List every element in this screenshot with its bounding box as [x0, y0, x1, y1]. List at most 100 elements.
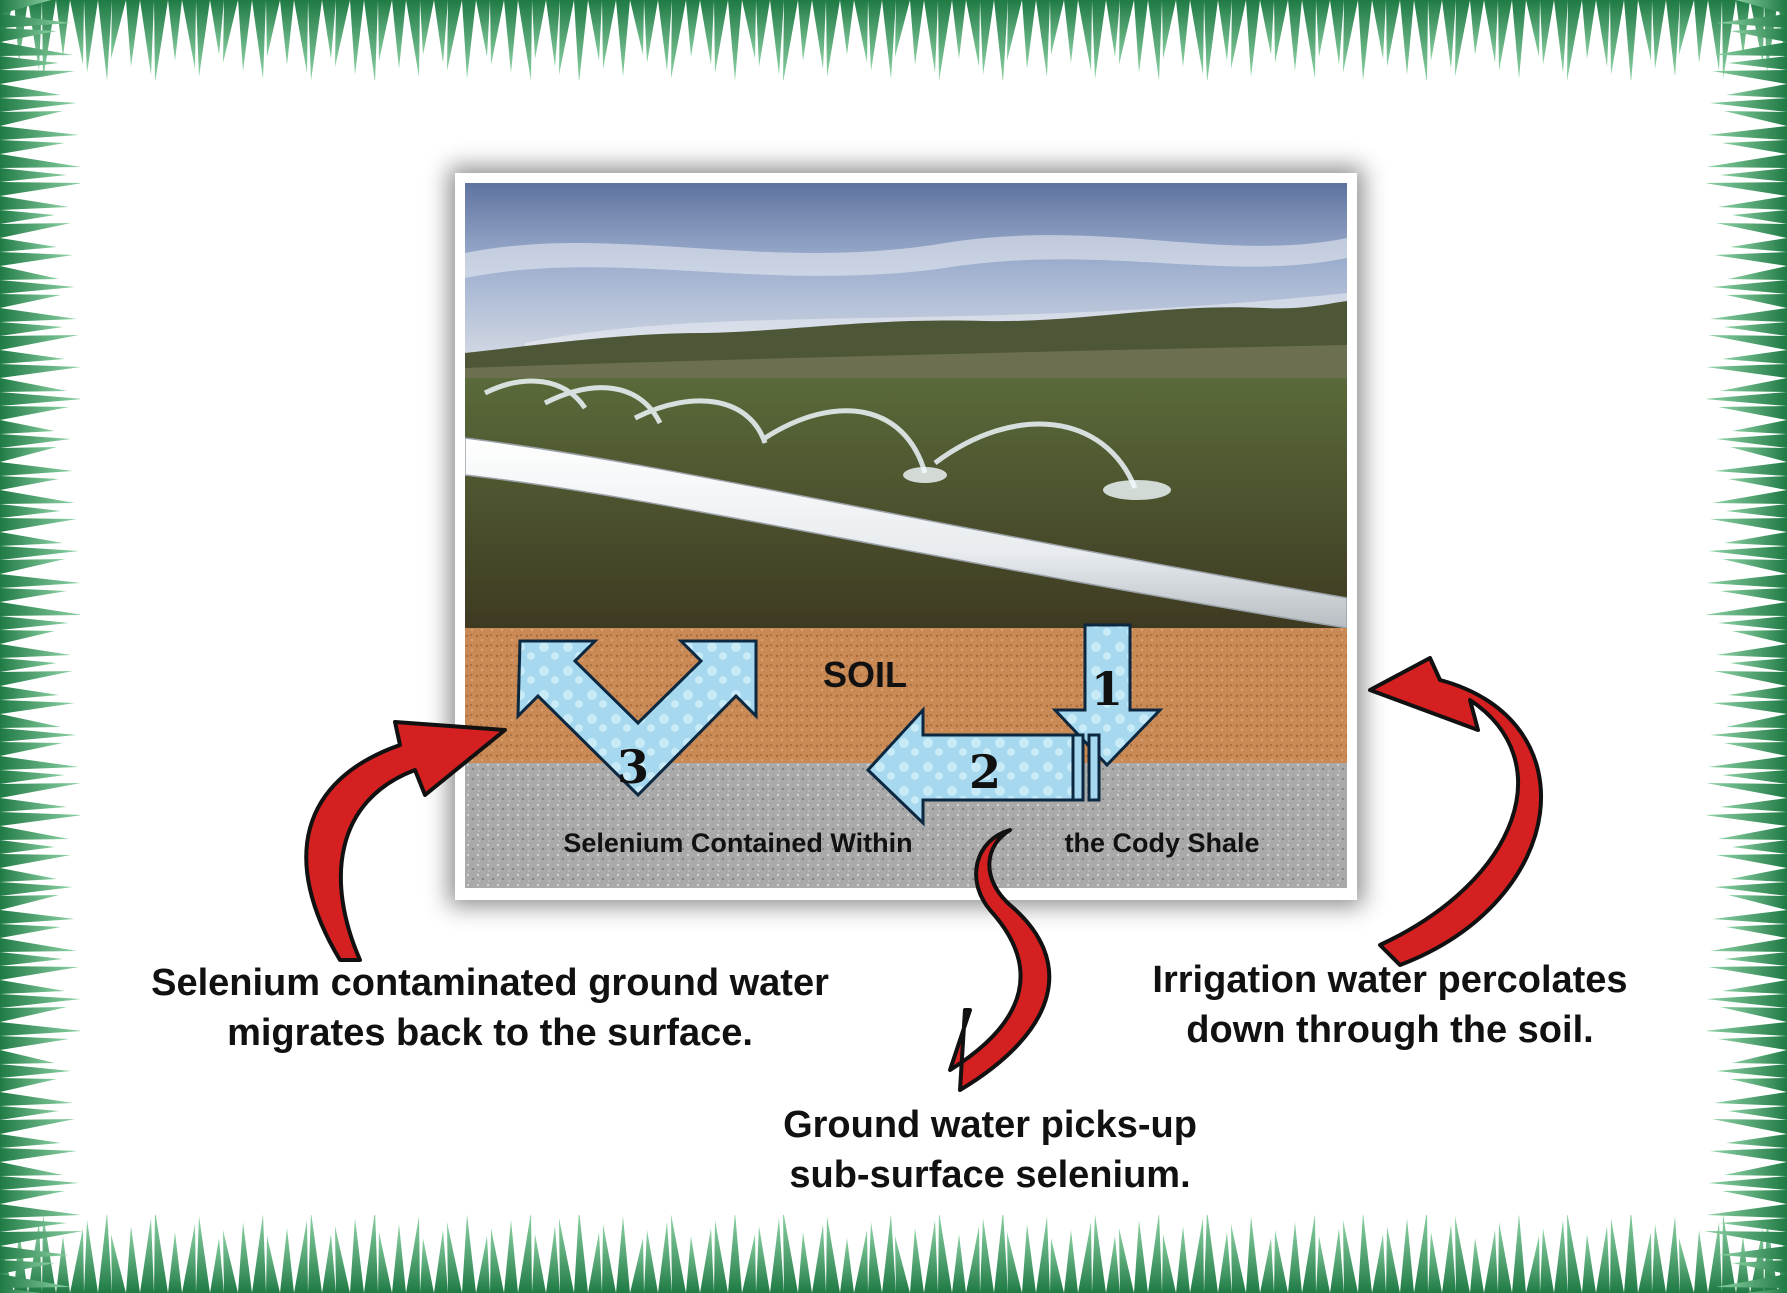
- grass-blade: [671, 1214, 686, 1293]
- grass-blade: [335, 0, 350, 67]
- grass-blade: [168, 1232, 182, 1293]
- grass-blade: [447, 1222, 462, 1293]
- grass-blade: [1106, 1236, 1120, 1293]
- grass-blade: [1712, 280, 1787, 294]
- grass-blade: [0, 462, 73, 476]
- grass-blade: [1078, 0, 1092, 71]
- irrigation-pipe: [465, 437, 1347, 629]
- grass-blade: [728, 1212, 742, 1293]
- grass-blade: [350, 0, 364, 75]
- grass-blade: [0, 364, 81, 378]
- grass-blade: [1730, 868, 1787, 882]
- grass-blade: [1722, 1190, 1787, 1204]
- grass-blade: [56, 0, 70, 57]
- grass-blade: [1724, 532, 1787, 546]
- grass-blade: [1726, 294, 1787, 308]
- grass-blade: [1720, 798, 1787, 812]
- grass-blade: [1036, 1216, 1050, 1293]
- grass-blade: [266, 1236, 280, 1293]
- grass-blade: [140, 1218, 154, 1293]
- grass-blade: [812, 1224, 826, 1293]
- grass-blade: [1638, 1232, 1652, 1293]
- grass-blade: [0, 0, 52, 14]
- grass-blade: [1190, 1218, 1204, 1293]
- grass-blade: [1710, 98, 1787, 112]
- grass-blade: [1596, 1226, 1610, 1293]
- grass-blade: [1714, 462, 1787, 476]
- grass-blade: [1735, 0, 1787, 14]
- grass-blade: [1231, 1224, 1246, 1293]
- grass-blade: [1246, 1216, 1260, 1293]
- grass-blade: [28, 1222, 42, 1293]
- grass-blade: [406, 1216, 420, 1293]
- grass-blade: [1732, 840, 1787, 854]
- grass-blade: [1246, 0, 1260, 77]
- grass-blade: [1710, 308, 1787, 322]
- grass-blade: [1714, 882, 1787, 896]
- grass-blade: [0, 1204, 81, 1218]
- grass-blade: [966, 1226, 980, 1293]
- grass-blade: [1726, 84, 1787, 98]
- grass-blade: [924, 0, 938, 73]
- grass-blade: [895, 0, 910, 57]
- grass-blade: [1710, 938, 1787, 952]
- grass-blade: [1106, 0, 1120, 57]
- grass-blade: [1554, 0, 1568, 73]
- grass-blade: [532, 1234, 546, 1293]
- grass-blade: [0, 756, 79, 770]
- grass-blade: [574, 1210, 588, 1293]
- grass-blade: [238, 0, 252, 71]
- grass-blade: [1708, 546, 1787, 560]
- grass-blade: [1706, 364, 1787, 378]
- grass-blade: [1498, 0, 1512, 71]
- grass-blade: [1274, 0, 1288, 63]
- step-1-number: 1: [1091, 662, 1123, 716]
- grass-blade: [0, 14, 71, 28]
- grass-blade: [0, 644, 71, 658]
- grass-blade: [1218, 1232, 1232, 1293]
- grass-blade: [840, 0, 854, 55]
- grass-blade: [378, 0, 392, 61]
- grass-blade: [1716, 644, 1787, 658]
- split-up-arrow-icon: [516, 639, 758, 798]
- grass-blade: [1343, 1220, 1358, 1293]
- grass-blade: [854, 0, 868, 63]
- grass-blade: [1428, 1232, 1442, 1293]
- grass-blade: [1540, 1228, 1554, 1293]
- grass-blade: [1260, 0, 1274, 55]
- grass-blade: [1358, 1212, 1372, 1293]
- grass-blade: [980, 1218, 994, 1293]
- grass-blade: [154, 0, 168, 83]
- grass-blade: [0, 70, 75, 84]
- hills: [465, 345, 1347, 388]
- grass-blade: [994, 1210, 1008, 1293]
- grass-blade: [1134, 1220, 1148, 1293]
- grass-blade: [952, 1234, 966, 1293]
- grass-blade: [0, 798, 67, 812]
- grass-blade: [1730, 28, 1787, 42]
- grass-blade: [700, 1228, 714, 1293]
- grass-blade: [0, 826, 69, 840]
- grass-blade: [1162, 0, 1176, 59]
- grass-blade: [0, 1246, 69, 1260]
- grass-blade: [0, 266, 59, 280]
- grass-blade: [0, 1176, 79, 1190]
- irrigation-cross-section: SOIL Selenium Contained Within the Cody …: [465, 183, 1347, 888]
- grass-blade: [616, 1216, 630, 1293]
- grass-blade: [0, 588, 67, 602]
- grass-blade: [798, 1232, 812, 1293]
- grass-blade: [476, 0, 490, 57]
- grass-blade: [0, 350, 65, 364]
- grass-blade: [1720, 168, 1787, 182]
- grass-blade: [0, 910, 75, 924]
- grass-blade: [1718, 826, 1787, 840]
- grass-blade: [182, 0, 196, 69]
- grass-blade: [0, 1274, 71, 1288]
- grass-blade: [1722, 770, 1787, 784]
- grass-blade: [1716, 434, 1787, 448]
- grass-blade: [1455, 0, 1470, 77]
- grass-blade: [1176, 0, 1190, 67]
- grass-blade: [1498, 1222, 1512, 1293]
- grass-blade: [0, 1078, 57, 1092]
